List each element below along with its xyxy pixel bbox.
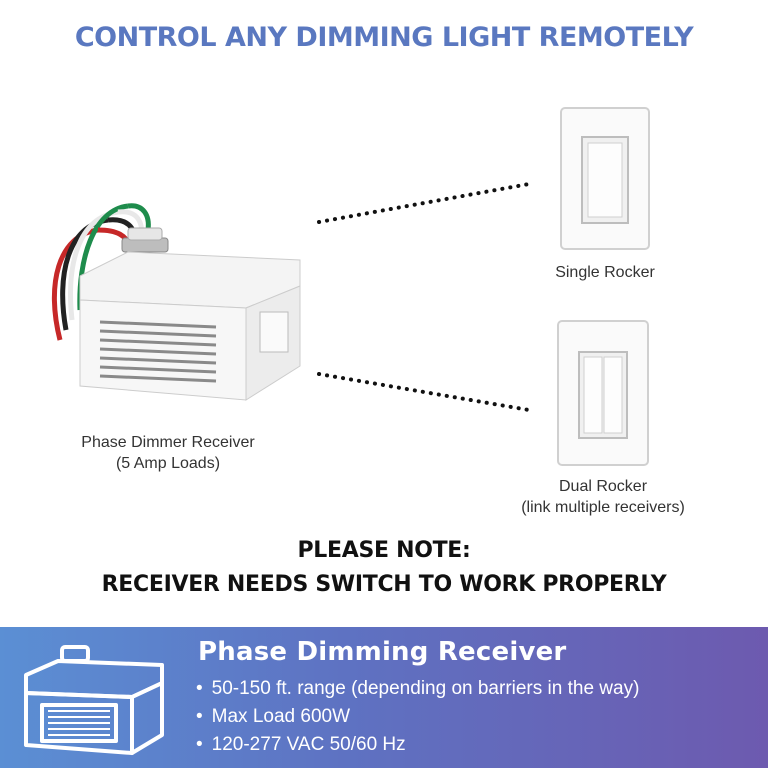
spec-list: 50-150 ft. range (depending on barriers …: [196, 675, 640, 759]
note-heading: PLEASE NOTE:: [297, 538, 471, 563]
receiver-caption: Phase Dimmer Receiver (5 Amp Loads): [38, 432, 298, 474]
spec-max-load: Max Load 600W: [196, 703, 639, 731]
note-text: RECEIVER NEEDS SWITCH TO WORK PROPERLY: [101, 572, 667, 597]
connection-dots-top: [317, 182, 531, 224]
spec-range: 50-150 ft. range (depending on barriers …: [196, 675, 640, 703]
receiver-caption-line2: (5 Amp Loads): [115, 455, 221, 472]
single-rocker-switch-image: [560, 107, 650, 250]
dual-rocker-label: Dual Rocker: [558, 478, 648, 495]
dimmer-receiver-image: [51, 203, 301, 401]
receiver-outline-icon: [24, 645, 164, 755]
headline: CONTROL ANY DIMMING LIGHT REMOTELY: [74, 22, 694, 53]
dual-rocker-switch-image: [557, 320, 649, 466]
single-rocker-caption: Single Rocker: [520, 262, 690, 283]
dual-rocker-caption: Dual Rocker (link multiple receivers): [496, 476, 710, 518]
receiver-caption-line1: Phase Dimmer Receiver: [81, 434, 255, 451]
connection-dots-bottom: [317, 372, 531, 412]
spec-banner: Phase Dimming Receiver 50-150 ft. range …: [0, 627, 768, 768]
spec-voltage: 120-277 VAC 50/60 Hz: [196, 731, 639, 759]
dual-rocker-sublabel: (link multiple receivers): [521, 499, 685, 516]
single-rocker-label: Single Rocker: [555, 264, 655, 281]
banner-title: Phase Dimming Receiver: [198, 637, 567, 667]
